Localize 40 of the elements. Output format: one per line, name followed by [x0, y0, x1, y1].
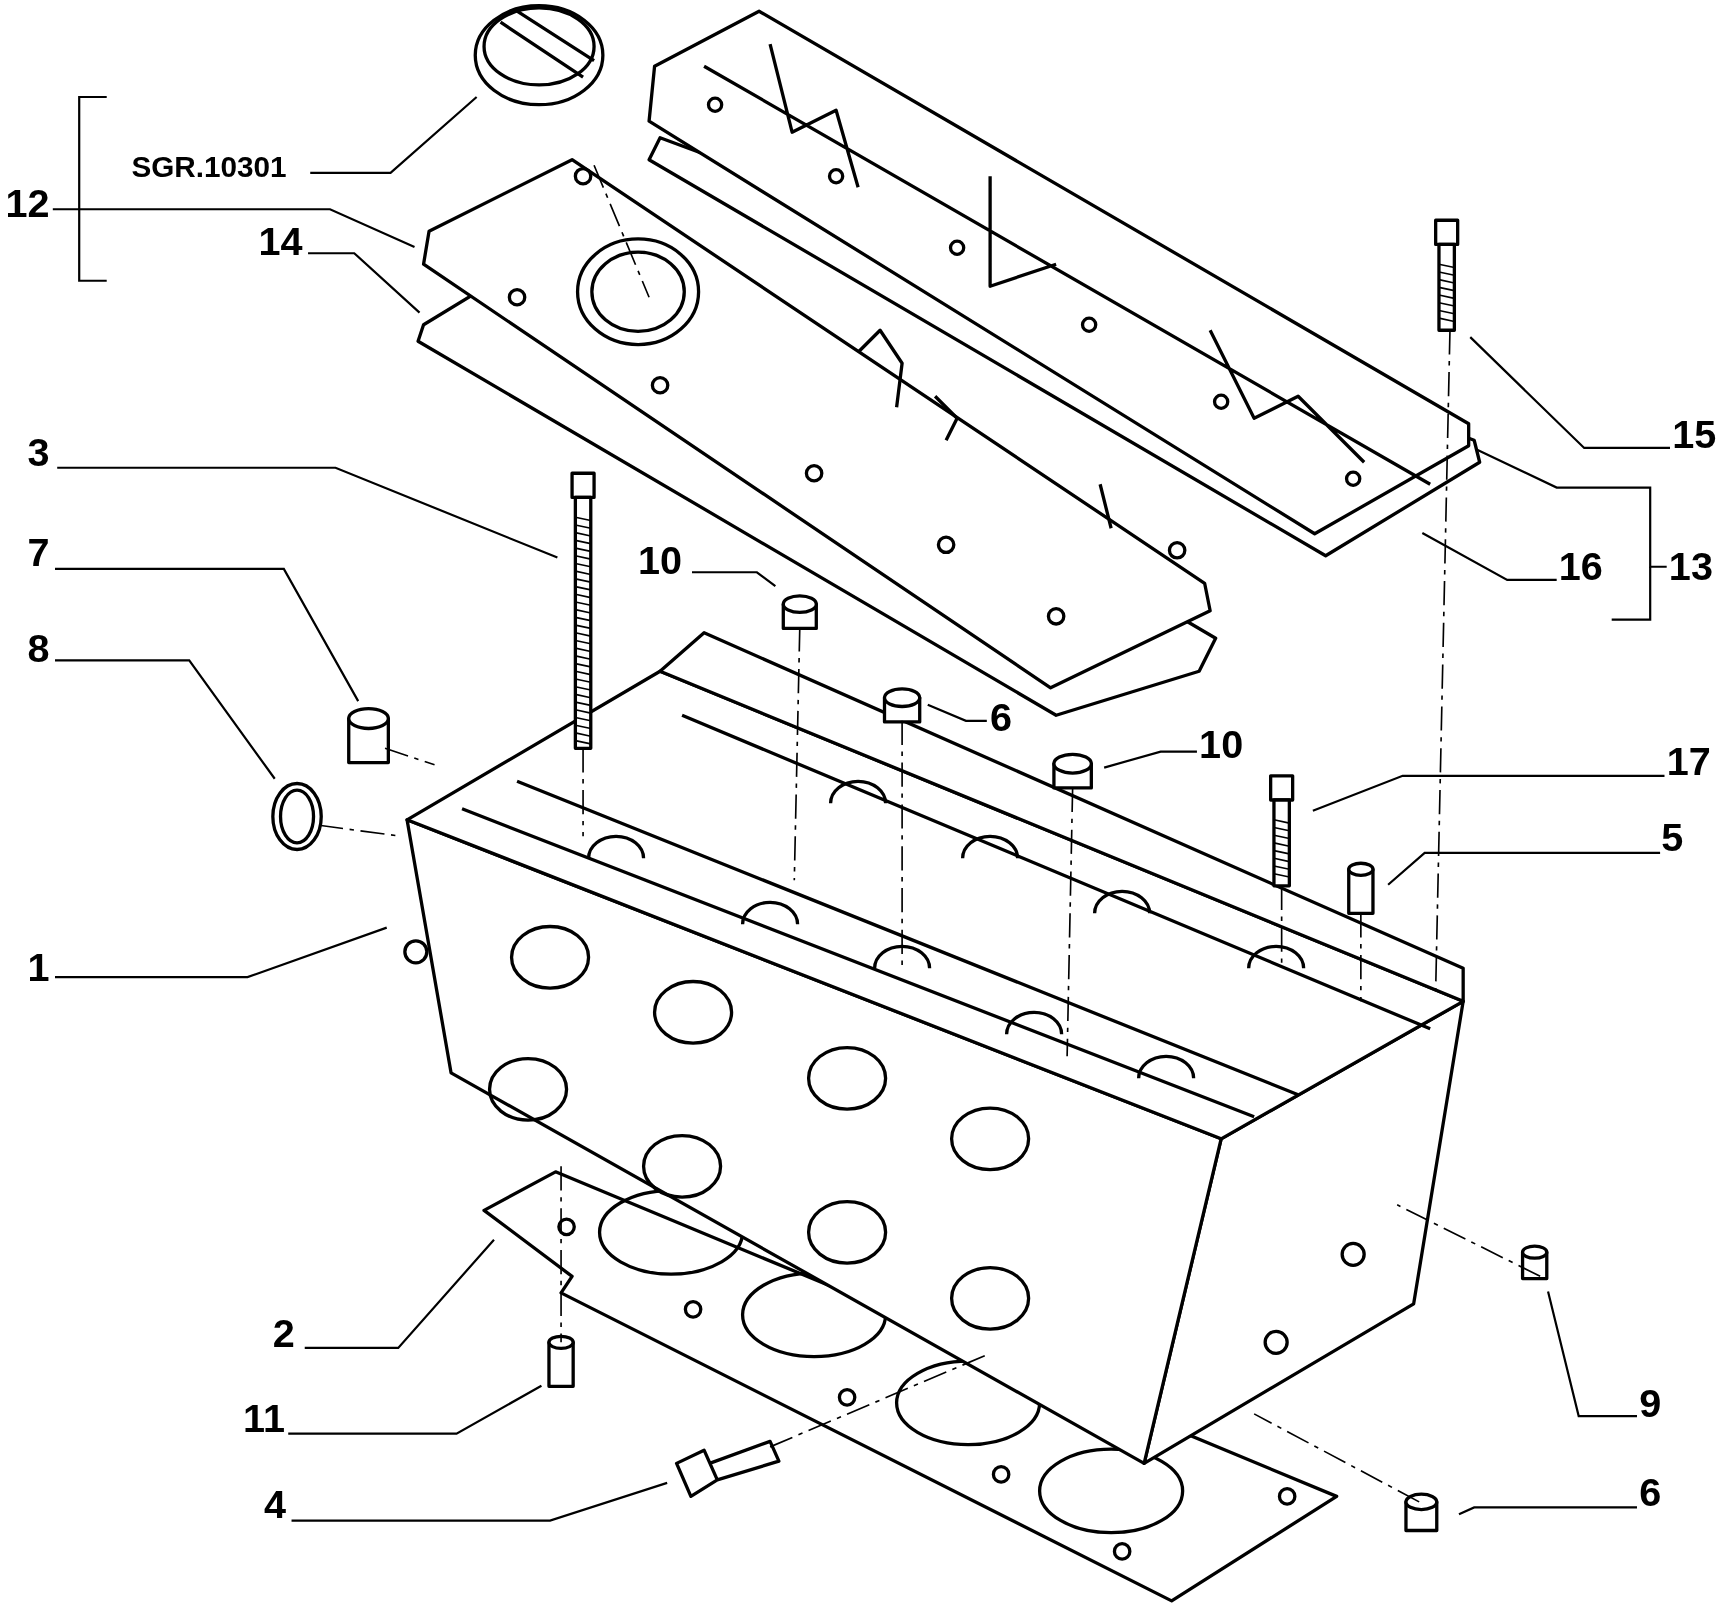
- callout-number: SGR.10301: [131, 152, 287, 183]
- callout-number: 6: [990, 698, 1013, 739]
- leader-line: [308, 252, 421, 314]
- callout-number: 7: [27, 533, 50, 574]
- leader-line: [57, 466, 558, 559]
- leader-line: [1387, 851, 1661, 886]
- leader-line: [1469, 336, 1670, 450]
- callout-number: 11: [243, 1399, 285, 1439]
- callout-number: 3: [27, 433, 50, 474]
- callout-number: 16: [1558, 546, 1603, 587]
- leader-line: [55, 567, 360, 702]
- leader-line: [291, 1481, 668, 1522]
- callout-number: 17: [1666, 742, 1711, 783]
- leader-line: [927, 703, 987, 722]
- leader-line: [310, 96, 478, 175]
- leader-line: [1103, 750, 1197, 769]
- leader-line: [288, 1384, 542, 1435]
- callout-number: 12: [5, 183, 50, 224]
- leader-line: [1421, 532, 1557, 582]
- callout-number: 10: [638, 541, 683, 581]
- callout-number: 8: [27, 629, 50, 669]
- callout-number: 13: [1668, 546, 1713, 587]
- callout-number: 10: [1199, 725, 1244, 765]
- leader-line: [1312, 774, 1665, 812]
- leader-line: [1477, 449, 1667, 568]
- callout-number: 15: [1672, 414, 1717, 455]
- leader-line: [55, 926, 388, 979]
- leader-line: [52, 208, 415, 248]
- leader-line: [1458, 1506, 1637, 1516]
- callout-number: 9: [1639, 1383, 1662, 1424]
- callout-number: 2: [272, 1314, 295, 1355]
- callout-number: 6: [1639, 1473, 1662, 1513]
- leader-line: [1546, 1291, 1637, 1418]
- leader-line: [692, 571, 777, 587]
- callout-number: 1: [27, 948, 50, 988]
- callout-number: 5: [1661, 818, 1684, 859]
- leader-line: [55, 659, 276, 780]
- callout-number: 4: [264, 1485, 287, 1525]
- callout-number: 14: [258, 222, 303, 262]
- leader-line: [304, 1239, 495, 1349]
